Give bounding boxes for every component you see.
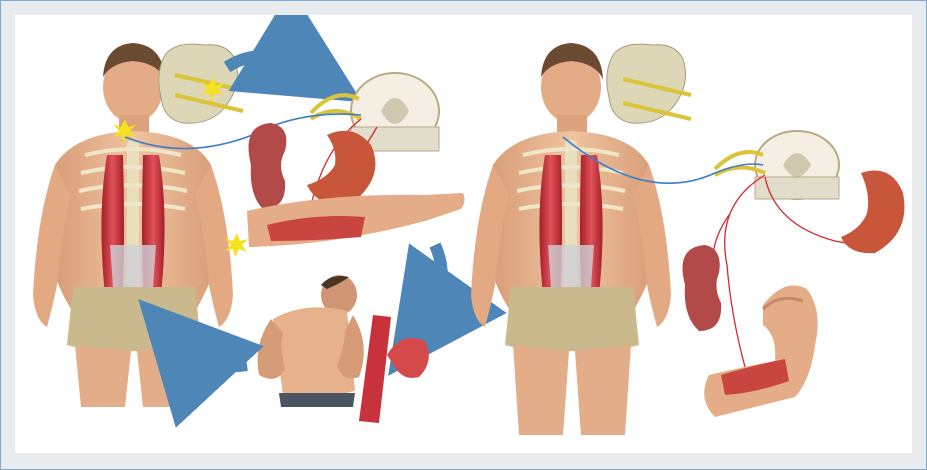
right-panel: [471, 43, 904, 435]
motor-nerve-line-right: [725, 175, 765, 367]
cycle-arrow-icon-2: [423, 245, 442, 327]
flexed-arm-icon: [704, 285, 817, 417]
left-panel: [33, 43, 465, 423]
vertebra-icon: [159, 44, 243, 123]
illustration-canvas: [15, 15, 912, 453]
muscle-fiber-icon: [359, 315, 391, 423]
kidney-icon-right: [683, 245, 722, 331]
stomach-icon: [307, 131, 375, 204]
vertebra-icon-right: [607, 44, 691, 123]
back-pain-figure: [258, 275, 364, 407]
kidney-icon: [249, 123, 287, 209]
spinal-cord-icon-right: [715, 131, 839, 199]
stomach-icon-right: [841, 171, 904, 254]
illustration-svg: [15, 15, 912, 453]
blood-vessel-icon: [387, 338, 429, 378]
cycle-arrow-icon: [227, 56, 311, 71]
